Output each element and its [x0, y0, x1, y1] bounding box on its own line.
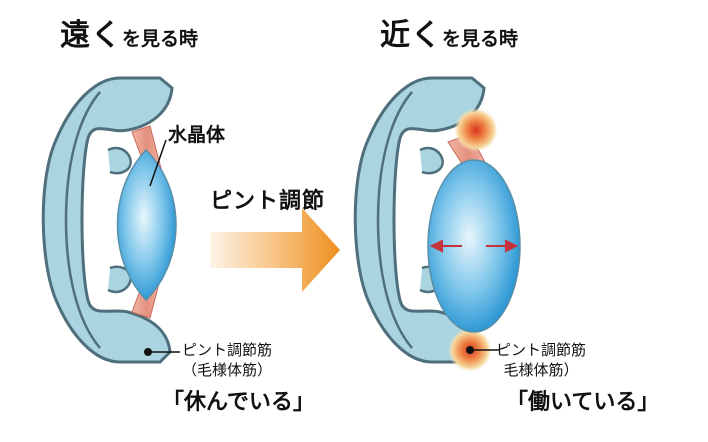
lens-label: 水晶体 — [168, 124, 226, 146]
lens-far — [116, 148, 177, 302]
title-far-main: 遠く — [60, 18, 122, 53]
state-relaxed: 「休んでいる」 — [162, 390, 315, 415]
state-working: 「働いている」 — [506, 390, 660, 415]
title-far: 遠くを見る時 — [60, 10, 198, 54]
title-near-main: 近く — [380, 18, 442, 53]
ciliary-muscle-glow-upper — [454, 108, 498, 152]
eye-far — [41, 76, 180, 364]
lens-near — [427, 159, 521, 333]
cornea-near — [376, 91, 413, 349]
muscle-label-near: ピント調節筋 毛様体筋） — [496, 340, 586, 380]
muscle-label-near-line1: ピント調節筋 — [496, 341, 587, 359]
muscle-label-near-line2: 毛様体筋） — [503, 361, 579, 379]
expansion-arrows-icon — [429, 239, 519, 253]
title-near: 近くを見る時 — [380, 10, 518, 54]
title-near-sub: を見る時 — [442, 28, 519, 50]
cornea-far — [64, 91, 101, 349]
focus-arrow — [210, 208, 340, 292]
lens-leader-line — [149, 139, 167, 187]
muscle-label-far-line2: （毛様体筋） — [182, 361, 273, 379]
eye-near — [353, 76, 521, 372]
focus-adjust-label: ピント調節 — [210, 189, 326, 214]
muscle-label-far-line1: ピント調節筋 — [182, 341, 273, 359]
muscle-label-far: ピント調節筋 （毛様体筋） — [182, 340, 272, 380]
iris-upper-far — [107, 146, 132, 175]
eye-wall-far — [41, 76, 174, 364]
iris-lower-far — [107, 265, 132, 294]
title-far-sub: を見る時 — [122, 28, 199, 50]
iris-upper-near — [419, 146, 444, 175]
